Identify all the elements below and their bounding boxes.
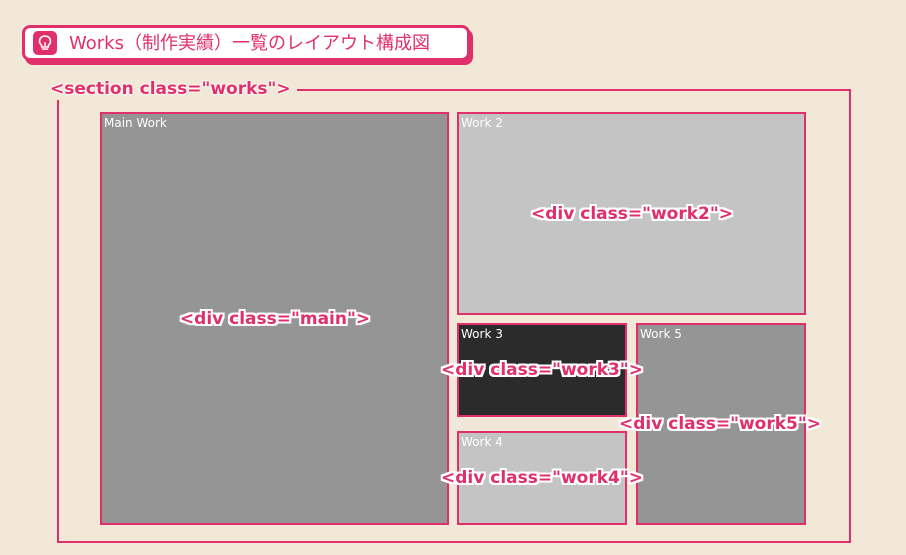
main-work-title: Main Work <box>104 116 167 130</box>
work5-box: Work 5 <box>636 323 806 525</box>
main-div-tag: <div class="main"> <box>179 309 371 329</box>
work5-div-tag: <div class="work5"> <box>619 414 821 434</box>
work4-box: Work 4 <box>457 431 627 525</box>
work3-box: Work 3 <box>457 323 627 417</box>
work3-title: Work 3 <box>461 327 503 341</box>
work5-title: Work 5 <box>640 327 682 341</box>
diagram-title: Works（制作実績）一覧のレイアウト構成図 <box>69 33 430 54</box>
main-work-box: Main Work <box>100 112 449 525</box>
work4-title: Work 4 <box>461 435 503 449</box>
lightbulb-icon <box>33 31 57 55</box>
work3-div-tag: <div class="work3"> <box>441 360 643 380</box>
works-section-box <box>57 89 851 543</box>
section-tag-label: <section class="works"> <box>50 78 297 100</box>
work2-box: Work 2 <box>457 112 806 315</box>
work2-div-tag: <div class="work2"> <box>531 204 733 224</box>
diagram-title-box: Works（制作実績）一覧のレイアウト構成図 <box>22 25 470 61</box>
work2-title: Work 2 <box>461 116 503 130</box>
work4-div-tag: <div class="work4"> <box>441 468 643 488</box>
